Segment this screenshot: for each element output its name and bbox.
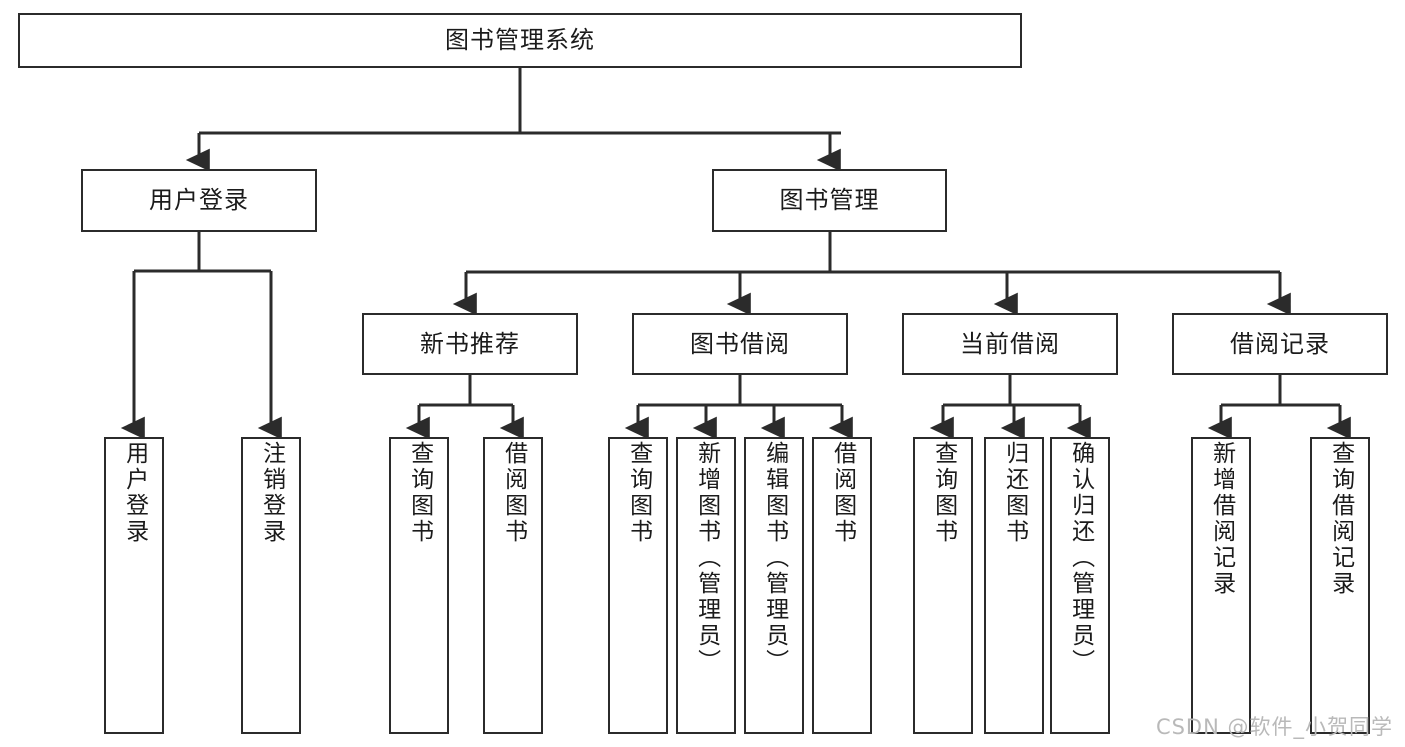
leaf-node[interactable]: 查询图书 (608, 437, 668, 734)
node-label: 当前借阅 (960, 329, 1060, 358)
leaf-label: 确认归还（管理员） (1067, 441, 1094, 675)
leaf-label: 查询图书 (625, 441, 652, 545)
node-label: 图书借阅 (690, 329, 790, 358)
leaf-node[interactable]: 查询图书 (913, 437, 973, 734)
node-label: 用户登录 (149, 186, 249, 215)
node-label: 图书管理 (779, 186, 880, 215)
leaf-label: 归还图书 (1001, 441, 1028, 545)
leaf-node[interactable]: 新增图书（管理员） (676, 437, 736, 734)
node-book-borrow[interactable]: 图书借阅 (632, 313, 848, 375)
node-user-login[interactable]: 用户登录 (81, 169, 317, 232)
node-label: 图书管理系统 (445, 26, 595, 55)
leaf-node[interactable]: 新增借阅记录 (1191, 437, 1251, 734)
leaf-label: 用户登录 (121, 441, 148, 545)
node-borrow-record[interactable]: 借阅记录 (1172, 313, 1388, 375)
leaf-node[interactable]: 查询图书 (389, 437, 449, 734)
leaf-node[interactable]: 归还图书 (984, 437, 1044, 734)
node-current-borrow[interactable]: 当前借阅 (902, 313, 1118, 375)
leaf-node[interactable]: 借阅图书 (483, 437, 543, 734)
leaf-label: 注销登录 (258, 441, 285, 545)
leaf-label: 编辑图书（管理员） (761, 441, 788, 675)
leaf-node[interactable]: 查询借阅记录 (1310, 437, 1370, 734)
leaf-label: 借阅图书 (500, 441, 527, 545)
leaf-label: 新增图书（管理员） (693, 441, 720, 675)
node-label: 借阅记录 (1230, 329, 1330, 358)
leaf-node[interactable]: 借阅图书 (812, 437, 872, 734)
leaf-node[interactable]: 编辑图书（管理员） (744, 437, 804, 734)
node-root-system[interactable]: 图书管理系统 (18, 13, 1022, 68)
leaf-node[interactable]: 注销登录 (241, 437, 301, 734)
leaf-label: 新增借阅记录 (1208, 441, 1235, 597)
node-book-management[interactable]: 图书管理 (712, 169, 947, 232)
leaf-label: 查询图书 (406, 441, 433, 545)
leaf-node[interactable]: 确认归还（管理员） (1050, 437, 1110, 734)
leaf-label: 借阅图书 (829, 441, 856, 545)
leaf-label: 查询图书 (930, 441, 957, 545)
node-new-book-recommend[interactable]: 新书推荐 (362, 313, 578, 375)
leaf-label: 查询借阅记录 (1327, 441, 1354, 597)
node-label: 新书推荐 (420, 329, 520, 358)
leaf-node[interactable]: 用户登录 (104, 437, 164, 734)
